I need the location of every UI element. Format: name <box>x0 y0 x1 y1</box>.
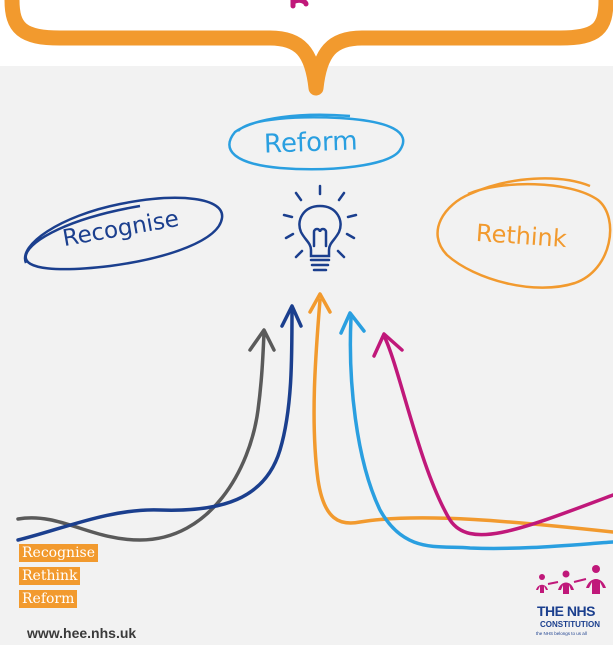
magenta-arrowhead <box>372 332 404 358</box>
tag-reform: Reform <box>19 590 78 608</box>
rethink-bubble <box>436 177 612 289</box>
curly-brace-icon <box>4 0 613 96</box>
orange-arrowhead <box>308 292 332 314</box>
tag-rethink: Rethink <box>19 567 81 585</box>
navy-arrowhead <box>280 304 303 328</box>
nhs-logo-subtitle: CONSTITUTION <box>540 620 600 629</box>
recognise-bubble <box>23 196 224 271</box>
light-blue-arrowhead <box>339 311 366 335</box>
lightbulb-icon <box>282 184 358 272</box>
grey-arrowhead <box>248 328 276 352</box>
tag-recognise: Recognise <box>19 544 99 562</box>
grey-arrow <box>16 331 266 542</box>
light-blue-arrow <box>348 316 613 551</box>
nhs-logo-tagline: the NHS belongs to us all <box>536 631 587 636</box>
reform-word: Reform <box>263 126 359 160</box>
nhs-people-icon <box>536 565 606 594</box>
reform-bubble <box>228 113 405 171</box>
title-letter-fragment <box>290 0 309 9</box>
nhs-logo-title: THE NHS <box>537 603 595 619</box>
magenta-arrow <box>383 336 613 537</box>
navy-arrow <box>16 308 294 542</box>
orange-arrow <box>312 298 613 534</box>
website-url[interactable]: www.hee.nhs.uk <box>27 625 137 641</box>
